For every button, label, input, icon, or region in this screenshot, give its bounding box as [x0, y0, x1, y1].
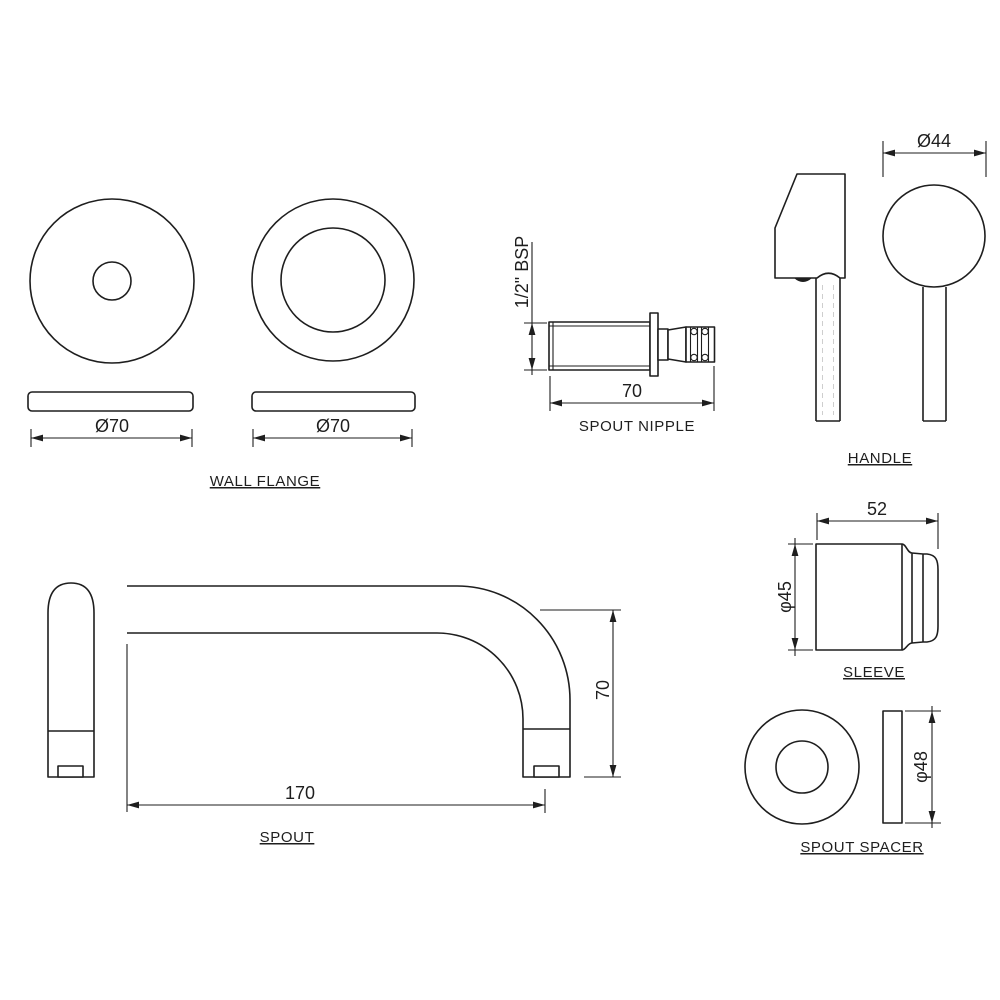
- sleeve-diameter-dim-text: φ45: [775, 581, 795, 613]
- dim-arrow-down: [528, 358, 536, 370]
- dim-arrow-down: [791, 638, 799, 650]
- spout-spacer-label: SPOUT SPACER: [800, 839, 923, 856]
- handle-set-screw: [794, 278, 812, 282]
- dim-arrow-left: [127, 801, 139, 809]
- wall-flange-dim-right: Ø70: [252, 416, 413, 447]
- spout-label: SPOUT: [260, 829, 315, 846]
- dim-arrow-right: [974, 149, 986, 157]
- spout-nipple-thread-dim: 1/2" BSP: [512, 236, 547, 375]
- sleeve-section: 52 φ45 SLEEVE: [775, 499, 939, 681]
- handle-diameter-dim: Ø44: [882, 131, 987, 177]
- dim-arrow-left: [31, 434, 43, 442]
- wall-flange-side-view: [27, 391, 194, 412]
- spout-profile-view: [127, 585, 571, 778]
- spout-nipple-thread-lines: [549, 322, 650, 370]
- spout-nipple-groove-lines: [689, 327, 710, 362]
- dim-arrow-left: [817, 517, 829, 525]
- wall-flange-front-view-hole: [92, 261, 132, 301]
- spout-side-view: [47, 582, 95, 778]
- dim-arrow-down: [609, 765, 617, 777]
- dim-arrow-right: [400, 434, 412, 442]
- spout-nipple-length-dim-text: 70: [622, 381, 642, 401]
- spout-section: 170 70 SPOUT: [47, 582, 621, 846]
- dim-arrow-up: [791, 544, 799, 556]
- wall-flange-dim-left: Ø70: [30, 416, 193, 447]
- handle-stem-centerlines: [822, 285, 834, 415]
- dim-arrow-up: [928, 711, 936, 723]
- sleeve-diameter-dim: φ45: [775, 538, 813, 656]
- spout-side-aerator: [57, 765, 84, 778]
- wall-flange-side-view2: [251, 391, 416, 412]
- dim-arrow-right: [180, 434, 192, 442]
- handle-front-knob: [882, 184, 986, 288]
- dim-arrow-left: [550, 399, 562, 407]
- handle-front-stem: [922, 287, 947, 422]
- wall-flange-section: Ø70 Ø70 WALL FLANGE: [27, 198, 416, 490]
- dim-arrow-right: [533, 801, 545, 809]
- dim-arrow-left: [253, 434, 265, 442]
- spout-nipple-section: 1/2" BSP 70 SPOUT NIPPLE: [512, 236, 716, 435]
- handle-label: HANDLE: [848, 450, 912, 467]
- o-ring: [690, 353, 698, 362]
- spout-spacer-diameter-dim-text: φ48: [911, 751, 931, 783]
- sleeve-width-dim: 52: [816, 499, 939, 549]
- spout-nipple-taper: [667, 326, 687, 363]
- handle-section: Ø44 HANDLE: [774, 131, 987, 467]
- spout-reach-dim-text: 170: [285, 783, 315, 803]
- spout-reach-dim: 170: [126, 644, 546, 813]
- handle-diameter-dim-text: Ø44: [917, 131, 951, 151]
- spout-spacer-front-view-bore: [775, 740, 829, 794]
- wall-flange-label: WALL FLANGE: [210, 473, 321, 490]
- sleeve-body: [815, 543, 903, 651]
- o-ring: [701, 327, 709, 336]
- dim-arrow-left: [883, 149, 895, 157]
- sleeve-nose: [901, 543, 939, 651]
- spout-spacer-section: φ48 SPOUT SPACER: [744, 706, 941, 856]
- wall-flange-front-view2-bore: [280, 227, 386, 333]
- spout-height-dim-text: 70: [593, 680, 613, 700]
- spout-height-dim: 70: [540, 609, 621, 778]
- dim-arrow-right: [702, 399, 714, 407]
- dim-arrow-up: [609, 610, 617, 622]
- sleeve-width-dim-text: 52: [867, 499, 887, 519]
- dim-arrow-down: [928, 811, 936, 823]
- spout-nipple-flange: [649, 312, 659, 377]
- wall-flange-dim-left-text: Ø70: [95, 416, 129, 436]
- spout-nipple-length-dim: 70: [549, 366, 715, 411]
- spout-nipple-body: [548, 321, 651, 371]
- spout-spacer-side-view: [882, 710, 903, 824]
- dim-arrow-right: [926, 517, 938, 525]
- spout-nipple-step: [657, 328, 669, 361]
- spout-aerator: [533, 765, 560, 778]
- spout-spacer-diameter-dim: φ48: [905, 706, 941, 828]
- wall-flange-dim-right-text: Ø70: [316, 416, 350, 436]
- handle-side-stem: [815, 278, 841, 422]
- spout-nipple-label: SPOUT NIPPLE: [579, 418, 695, 435]
- o-ring: [690, 327, 698, 336]
- sleeve-label: SLEEVE: [843, 664, 905, 681]
- dim-arrow-up: [528, 323, 536, 335]
- o-ring: [701, 353, 709, 362]
- spout-nipple-thread-dim-text: 1/2" BSP: [512, 236, 532, 308]
